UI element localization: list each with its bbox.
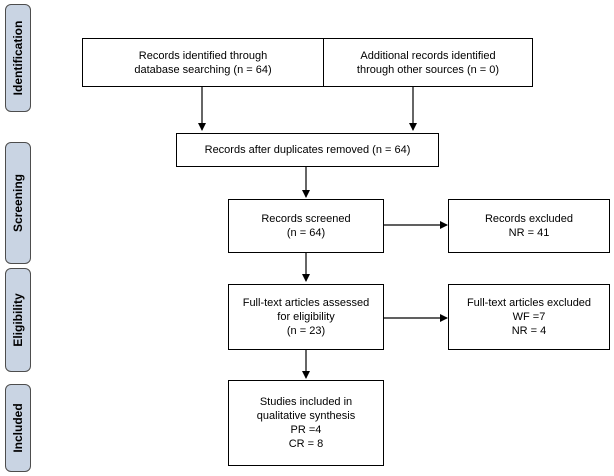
- box-dedup: Records after duplicates removed (n = 64…: [176, 133, 439, 167]
- box-fulltext-line-3: (n = 23): [286, 325, 326, 337]
- box-other-sources: Additional records identified through ot…: [323, 38, 533, 87]
- box-dedup-line-1: Records after duplicates removed (n = 64…: [204, 144, 411, 156]
- stage-included: Included: [5, 384, 31, 472]
- box-excluded-line-2: NR = 41: [508, 227, 550, 239]
- box-other-sources-line-1: Additional records identified: [360, 49, 496, 62]
- box-included-line-4: CR = 8: [288, 438, 324, 450]
- box-included-line-3: PR =4: [290, 424, 322, 436]
- box-excluded-line-1: Records excluded: [484, 213, 574, 225]
- box-included-line-2: qualitative synthesis: [256, 410, 356, 422]
- box-fulltext-excluded-line-3: NR = 4: [511, 325, 547, 337]
- box-fulltext-excluded: Full-text articles excluded WF =7 NR = 4: [448, 284, 610, 350]
- box-screened: Records screened (n = 64): [228, 199, 384, 253]
- box-excluded: Records excluded NR = 41: [448, 199, 610, 253]
- box-db-search-line-2: database searching (n = 64): [134, 63, 272, 76]
- box-db-search-line-1: Records identified through: [138, 49, 268, 62]
- box-db-search: Records identified through database sear…: [82, 38, 324, 87]
- box-included-line-1: Studies included in: [259, 396, 353, 408]
- box-included: Studies included in qualitative synthesi…: [228, 380, 384, 466]
- stage-screening: Screening: [5, 142, 31, 264]
- box-fulltext-line-1: Full-text articles assessed: [242, 297, 370, 309]
- box-fulltext-excluded-line-2: WF =7: [512, 311, 546, 323]
- box-fulltext-excluded-line-1: Full-text articles excluded: [466, 297, 592, 309]
- box-fulltext: Full-text articles assessed for eligibil…: [228, 284, 384, 350]
- box-other-sources-line-2: through other sources (n = 0): [356, 63, 500, 76]
- box-fulltext-line-2: for eligibility: [277, 311, 335, 323]
- box-screened-line-1: Records screened: [261, 213, 351, 225]
- stage-eligibility: Eligibility: [5, 268, 31, 372]
- stage-identification: Identification: [5, 4, 31, 112]
- box-screened-line-2: (n = 64): [286, 227, 326, 239]
